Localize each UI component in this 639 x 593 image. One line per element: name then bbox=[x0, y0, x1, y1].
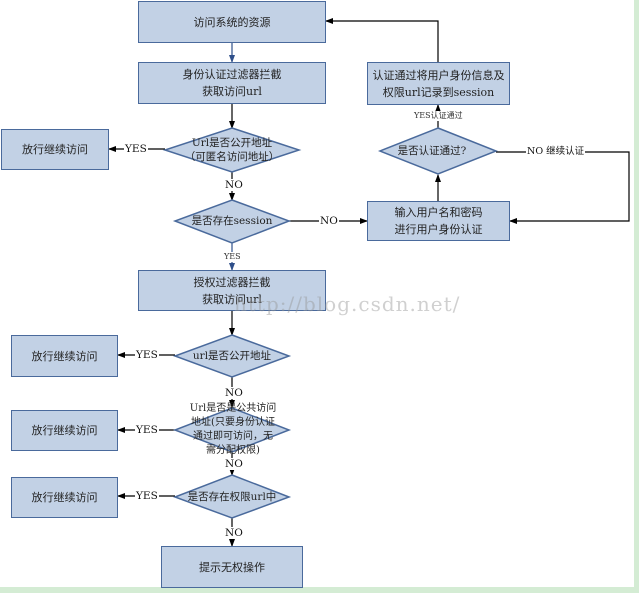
frame-border-right bbox=[634, 0, 639, 593]
label-yes-session: YES bbox=[224, 252, 241, 262]
node-save-session: 认证通过将用户身份信息及 权限url记录到session bbox=[367, 62, 510, 105]
label-no-4: NO bbox=[224, 527, 244, 539]
decision-public-url-2-text: url是否公开地址 bbox=[192, 350, 272, 362]
label-yes-2: YES bbox=[135, 349, 159, 361]
node-perm-filter: 授权过滤器拦截 获取访问url bbox=[138, 270, 326, 311]
node-login: 输入用户名和密码 进行用户身份认证 bbox=[367, 201, 510, 241]
decision-auth-passed bbox=[377, 127, 499, 175]
label-no-session: NO bbox=[319, 215, 339, 227]
decision-has-session-text: 是否存在session bbox=[191, 215, 273, 227]
decision-common-url-text: Url是否是公共访问 地址(只要身份认证 通过即可访问，无 需分配权限) bbox=[189, 403, 277, 456]
node-auth-filter: 身份认证过滤器拦截 获取访问url bbox=[138, 62, 326, 104]
label-yes-1: YES bbox=[124, 143, 148, 155]
node-no-permission: 提示无权操作 bbox=[161, 546, 303, 588]
node-allow-3: 放行继续访问 bbox=[11, 410, 118, 451]
label-no-continue-auth: NO 继续认证 bbox=[526, 146, 586, 158]
edge-authcheck-no bbox=[496, 151, 630, 224]
decision-public-url-2 bbox=[172, 334, 292, 378]
edge-save-to-access bbox=[325, 18, 439, 62]
decision-common-url bbox=[172, 407, 292, 453]
label-yes-auth-passed: YES认证通过 bbox=[414, 111, 463, 121]
label-no-1: NO bbox=[224, 179, 244, 191]
decision-in-perm-urls-text: 是否存在权限url中 bbox=[187, 491, 277, 503]
decision-auth-passed-text: 是否认证通过? bbox=[397, 145, 467, 157]
frame-border-bottom bbox=[0, 587, 639, 593]
decision-public-url-text: Url是否公开地址 （可匿名访问地址） bbox=[184, 137, 280, 163]
decision-in-perm-urls bbox=[172, 474, 292, 519]
label-no-3: NO bbox=[224, 458, 244, 470]
node-allow-1: 放行继续访问 bbox=[1, 129, 109, 170]
label-yes-4: YES bbox=[135, 490, 159, 502]
decision-public-url bbox=[162, 127, 302, 173]
label-yes-3: YES bbox=[135, 424, 159, 436]
watermark: http://blog.csdn.net/ bbox=[234, 292, 461, 316]
node-allow-4: 放行继续访问 bbox=[11, 477, 118, 518]
node-access-resource: 访问系统的资源 bbox=[138, 1, 326, 43]
node-allow-2: 放行继续访问 bbox=[11, 335, 118, 377]
label-no-2: NO bbox=[224, 387, 244, 399]
decision-has-session bbox=[172, 199, 292, 244]
